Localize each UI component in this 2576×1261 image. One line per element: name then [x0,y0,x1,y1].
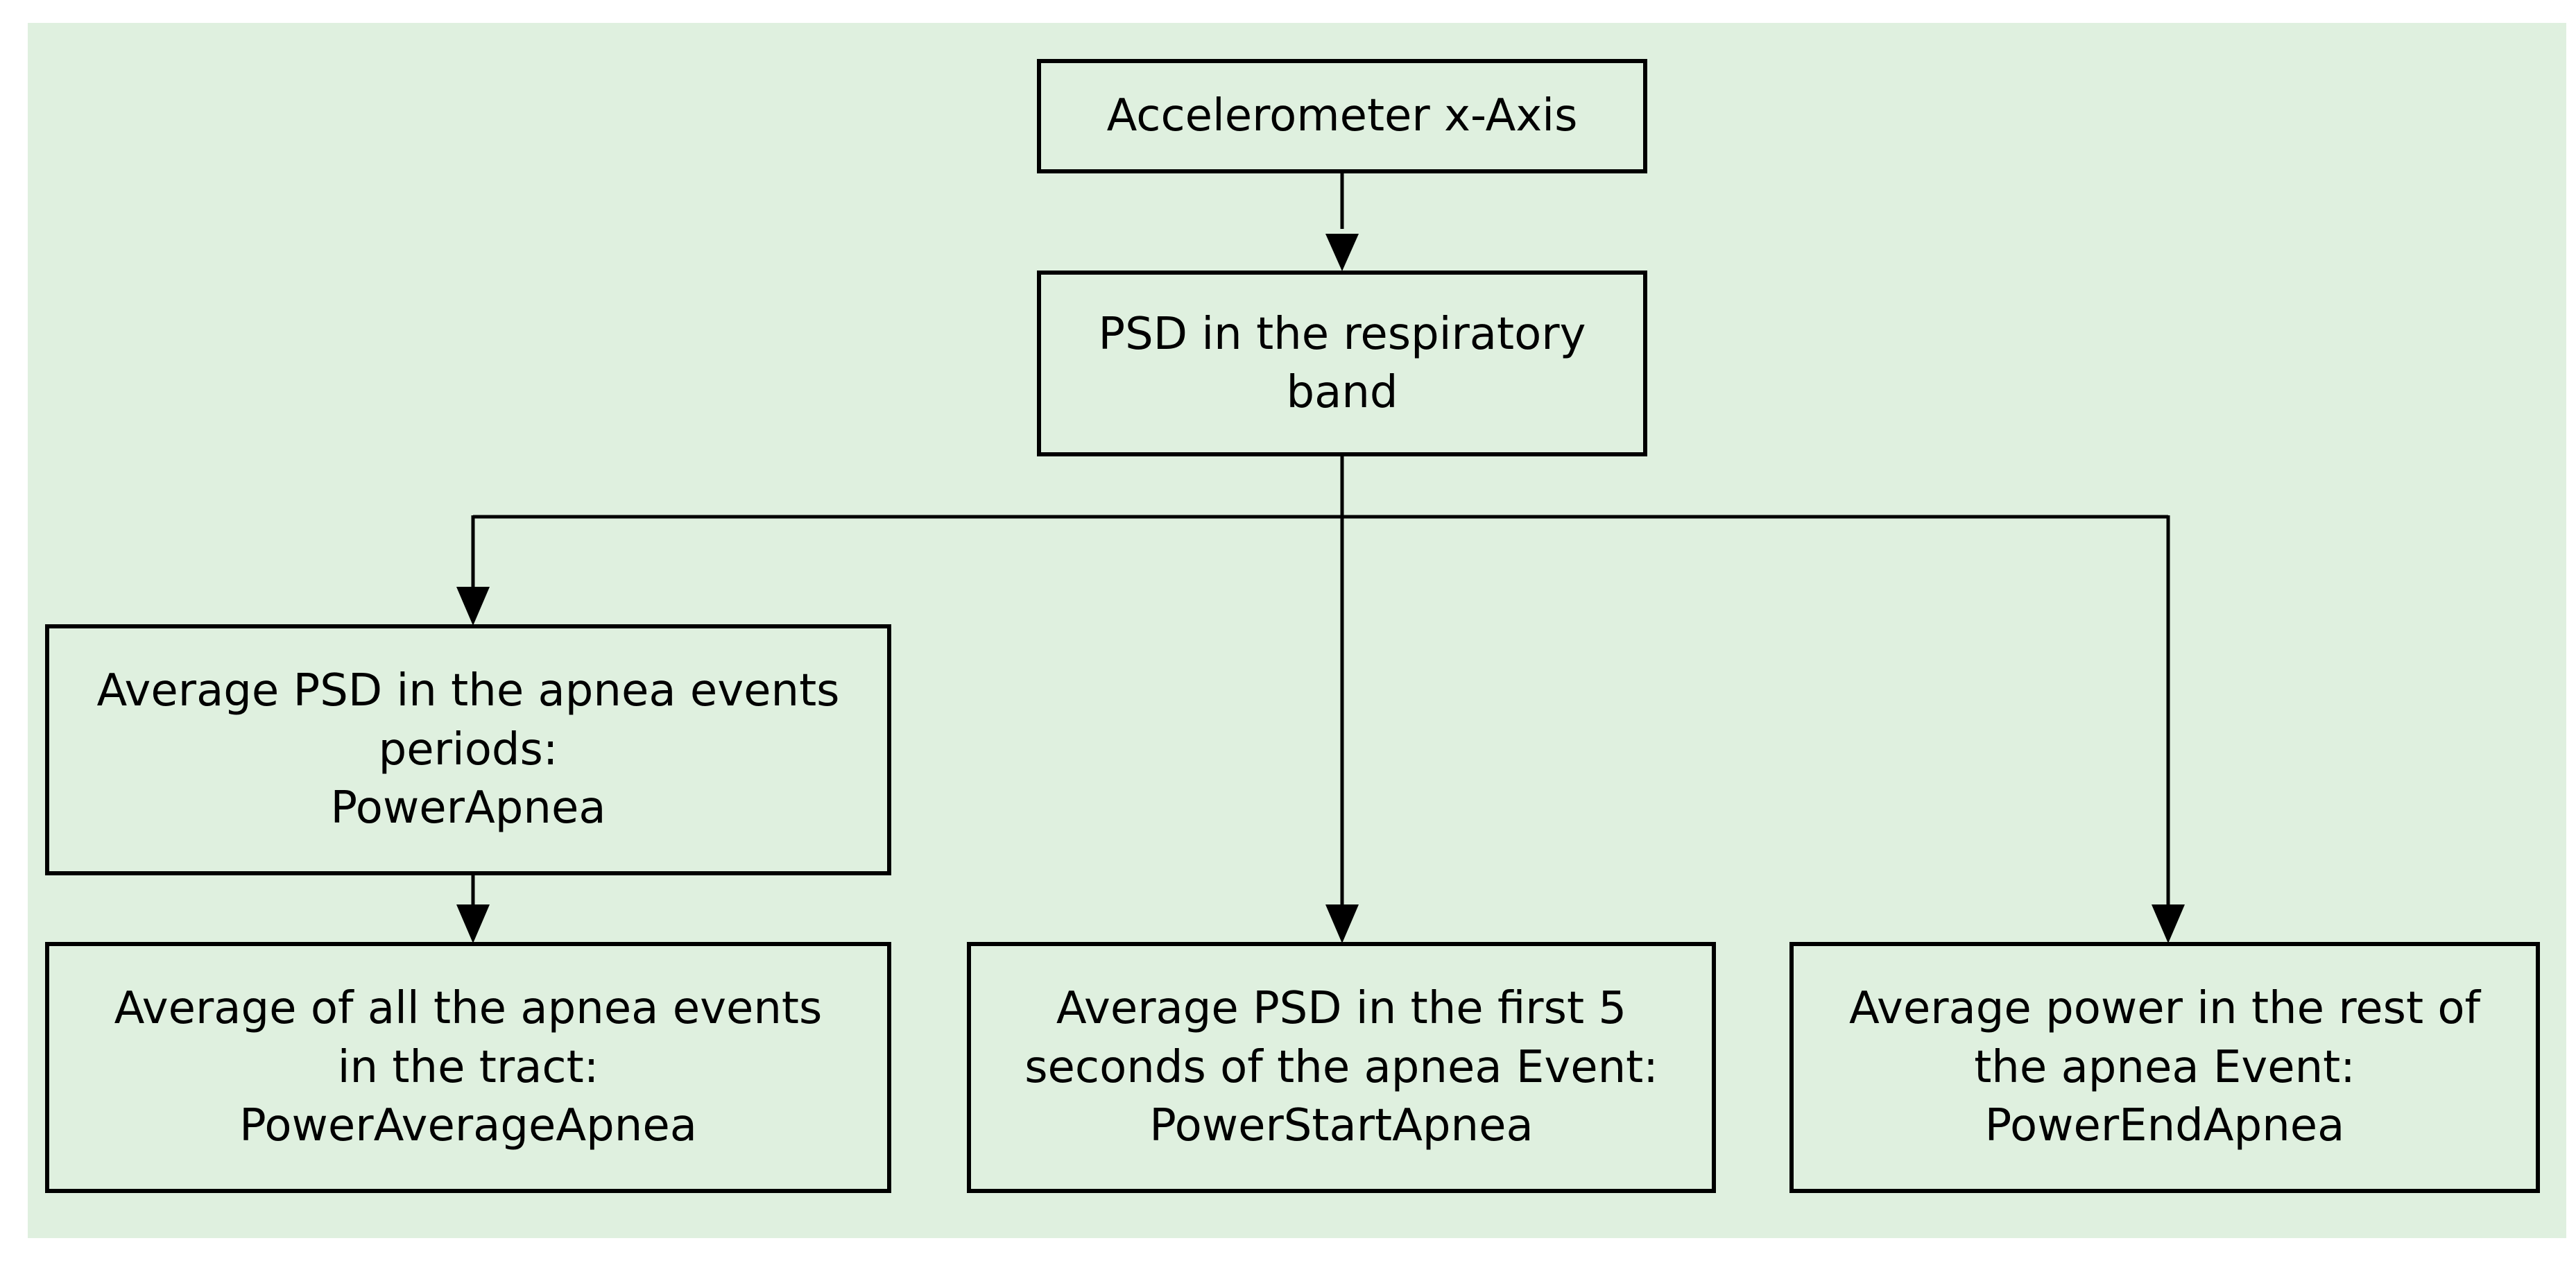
node-accelerometer-line-1: Accelerometer x-Axis [1106,90,1578,142]
arrowhead-end-apnea [2152,904,2185,943]
node-psd-respiratory-band-text: PSD in the respiratory band [1099,305,1586,422]
node-power-end-apnea-text: Average power in the rest of the apnea E… [1849,979,2480,1155]
node-psd-band-line-2: band [1286,367,1398,418]
node-power-apnea-line-1: Average PSD in the apnea events [96,665,840,717]
node-psd-band-line-1: PSD in the respiratory [1098,308,1586,360]
node-psd-respiratory-band: PSD in the respiratory band [1037,271,1647,456]
node-power-start-apnea-text: Average PSD in the first 5 seconds of th… [1024,979,1658,1155]
node-power-start-apnea-line-2: seconds of the apnea Event: [1024,1041,1658,1093]
node-power-start-apnea: Average PSD in the first 5 seconds of th… [967,942,1716,1193]
node-power-average-apnea-line-3: PowerAverageApnea [239,1100,697,1152]
node-power-average-apnea-line-2: in the tract: [337,1041,599,1093]
node-power-average-apnea: Average of all the apnea events in the t… [45,942,891,1193]
node-power-end-apnea-line-2: the apnea Event: [1974,1041,2355,1093]
node-power-average-apnea-line-1: Average of all the apnea events [114,983,823,1035]
arrowhead-average-apnea [456,904,490,943]
arrowhead-power-apnea [456,587,490,626]
node-power-start-apnea-line-3: PowerStartApnea [1149,1100,1534,1152]
node-power-apnea-text: Average PSD in the apnea events periods:… [96,662,839,837]
node-power-apnea: Average PSD in the apnea events periods:… [45,624,891,875]
node-power-apnea-line-3: PowerApnea [330,782,606,834]
node-power-end-apnea-line-3: PowerEndApnea [1984,1100,2345,1152]
node-power-start-apnea-line-1: Average PSD in the first 5 [1056,983,1627,1035]
node-accelerometer-x-axis: Accelerometer x-Axis [1037,59,1647,173]
arrowhead-psd-band [1325,234,1359,271]
node-power-average-apnea-text: Average of all the apnea events in the t… [114,979,823,1155]
node-power-apnea-line-2: periods: [378,723,558,775]
arrowhead-start-apnea [1325,904,1359,943]
node-power-end-apnea: Average power in the rest of the apnea E… [1789,942,2540,1193]
node-accelerometer-x-axis-text: Accelerometer x-Axis [1107,87,1578,145]
node-power-end-apnea-line-1: Average power in the rest of [1848,983,2481,1035]
